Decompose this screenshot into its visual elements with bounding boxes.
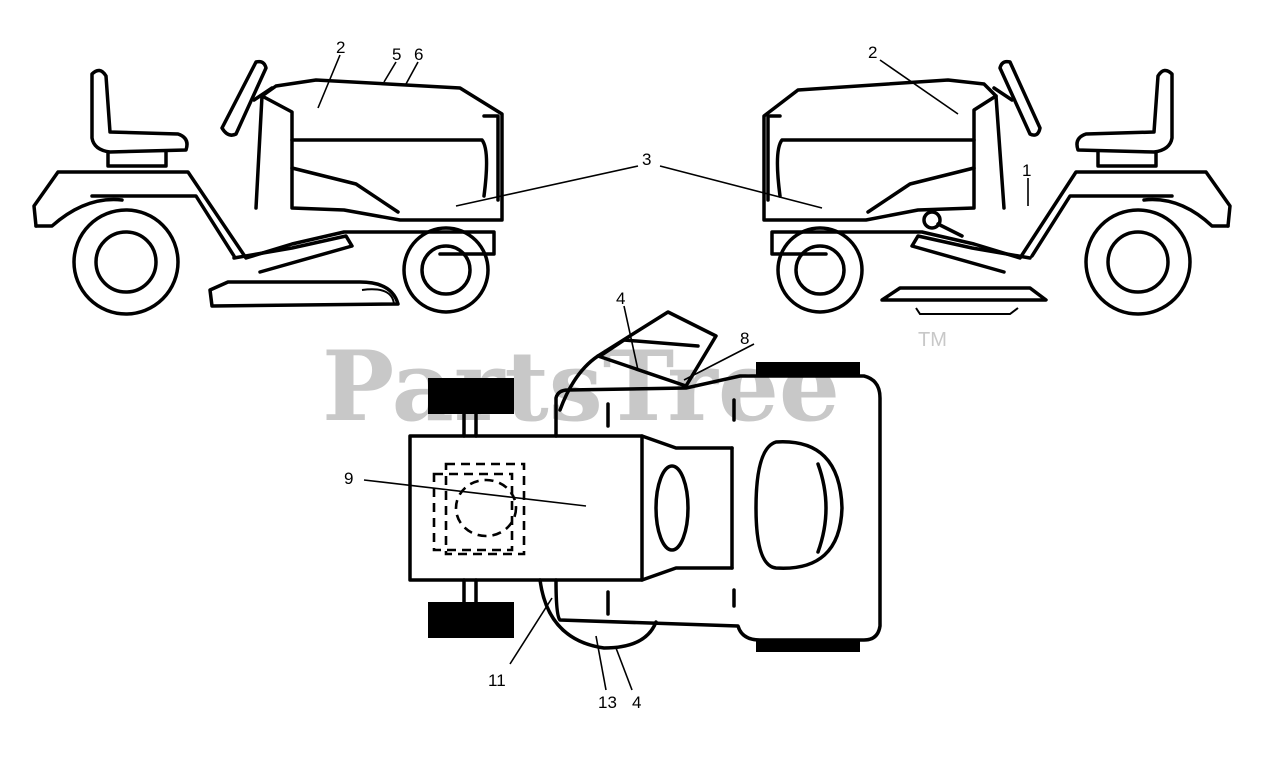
leader-9: [363, 479, 587, 507]
left-hood: [260, 78, 504, 222]
leader-3-left: [455, 165, 639, 207]
mower-top-view: [408, 310, 882, 652]
top-chassis: [554, 374, 882, 642]
callout-label: 5: [392, 45, 401, 64]
left-fender-rear: [34, 197, 124, 228]
callout-label: 1: [1022, 161, 1031, 180]
top-front-axle-right: [462, 578, 478, 604]
left-steering-wheel: [220, 59, 268, 137]
top-hood: [408, 434, 644, 582]
left-deck-chute: [361, 288, 395, 305]
left-seat-base: [106, 150, 168, 168]
top-deck-arc-upper: [558, 354, 600, 412]
right-mower-deck: [880, 286, 1048, 302]
top-deck-arc-lower: [538, 578, 658, 650]
top-seat-back: [816, 462, 828, 554]
callout-label: 8: [740, 329, 749, 348]
callout-label: 2: [336, 38, 345, 57]
top-front-axle-left: [462, 412, 478, 438]
right-seat-base: [1096, 150, 1158, 168]
leader-4-bottom: [615, 647, 633, 691]
callout-label: 9: [344, 469, 353, 488]
top-engine-decal-outer: [432, 472, 514, 552]
leader-11: [509, 597, 553, 665]
right-steering-column: [992, 86, 1014, 102]
callout-label: 11: [488, 671, 506, 690]
callout-label: 4: [616, 289, 625, 308]
right-front-wheel: [776, 226, 864, 314]
right-deck-lever-knob: [922, 210, 942, 230]
left-mower-deck: [208, 280, 400, 308]
left-footrest: [232, 234, 354, 274]
mower-right-side-view: [762, 59, 1232, 316]
right-steering-wheel: [998, 59, 1042, 137]
top-seat: [754, 440, 844, 570]
top-front-right-tire: [428, 602, 514, 638]
right-hood-crease: [866, 166, 976, 214]
right-hood: [762, 78, 998, 222]
top-hood-nose: [640, 434, 734, 582]
leader-2-right: [879, 59, 959, 115]
left-body: [32, 170, 496, 260]
right-hood-panel: [775, 138, 976, 198]
left-fender-inner: [90, 194, 236, 258]
callout-labels: 2 5 6 3 2 1 4 8 9 11 13 4: [336, 38, 1031, 712]
leader-5: [383, 61, 397, 83]
right-fender-inner: [1030, 194, 1174, 258]
right-front-hub: [794, 244, 846, 296]
top-discharge-chute: [596, 310, 718, 388]
right-body: [770, 170, 1232, 260]
right-deck-skirt: [915, 307, 1019, 315]
leader-lines: [317, 54, 1029, 691]
top-engine-decal-inner: [444, 462, 526, 556]
callout-label: 4: [632, 693, 641, 712]
right-grille: [766, 114, 782, 202]
callout-label: 3: [642, 150, 651, 169]
left-rear-wheel: [72, 208, 180, 316]
right-seat: [1075, 68, 1174, 154]
callout-label: 2: [868, 43, 877, 62]
left-front-hub: [420, 244, 472, 296]
top-chute-fold: [598, 338, 700, 358]
leader-8: [683, 343, 755, 381]
left-rear-hub: [94, 230, 158, 294]
callout-label: 13: [598, 693, 617, 712]
top-rear-right-tire: [756, 640, 860, 652]
left-dash-tower: [254, 94, 264, 210]
leader-13: [595, 635, 607, 691]
top-steering-wheel: [654, 464, 690, 552]
leader-6: [405, 61, 419, 85]
top-front-left-tire: [428, 378, 514, 414]
mower-left-side-view: [32, 59, 504, 316]
left-hood-crease: [290, 166, 400, 214]
left-front-wheel: [402, 226, 490, 314]
top-engine-decal-circle: [454, 478, 518, 538]
right-fender-rear: [1142, 197, 1230, 228]
left-hood-panel: [290, 138, 489, 198]
left-grille: [482, 114, 500, 202]
leader-4-top: [623, 305, 639, 371]
right-footrest: [910, 234, 1032, 274]
right-deck-lever: [936, 222, 964, 238]
watermark-trademark: TM: [918, 329, 947, 351]
top-rear-left-tire: [756, 362, 860, 376]
right-rear-wheel: [1084, 208, 1192, 316]
left-seat: [90, 68, 189, 154]
right-rear-hub: [1106, 230, 1170, 294]
watermark-logo: PartsTree: [322, 330, 840, 443]
leader-3-right: [659, 165, 823, 209]
leader-2-left: [317, 54, 341, 109]
callout-label: 6: [414, 45, 423, 64]
right-dash-tower: [994, 94, 1006, 210]
